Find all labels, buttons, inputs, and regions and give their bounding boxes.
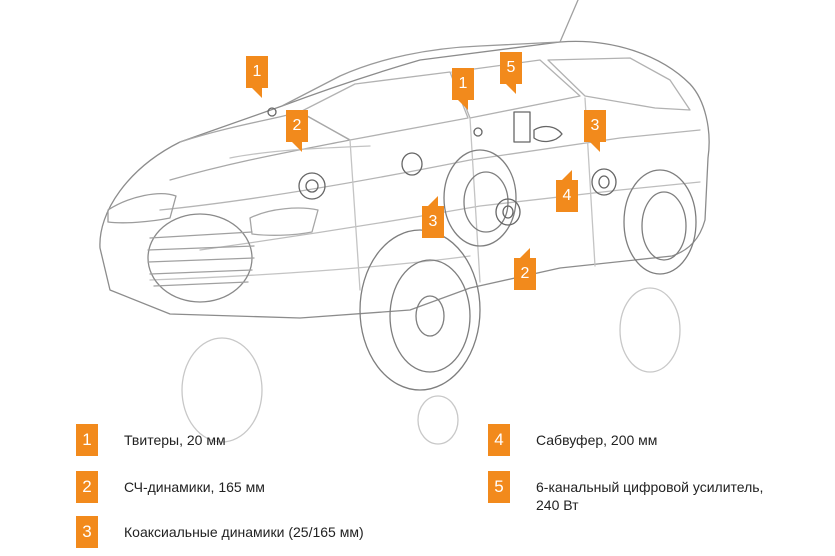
callout-2: 2 [514, 248, 536, 290]
legend-item-subwoofer: 4 Сабвуфер, 200 мм [488, 424, 657, 456]
legend-item-tweeters: 1 Твитеры, 20 мм [76, 424, 226, 456]
legend-item-midrange: 2 СЧ-динамики, 165 мм [76, 471, 265, 503]
legend-number: 1 [76, 424, 98, 456]
legend-label: 6-канальный цифровой усилитель, 240 Вт [536, 479, 764, 513]
callout-1: 1 [452, 68, 474, 110]
callout-3: 3 [422, 196, 444, 238]
legend-label: Сабвуфер, 200 мм [536, 432, 658, 448]
callout-3: 3 [584, 110, 606, 152]
callout-5: 5 [500, 52, 522, 94]
callout-2: 2 [286, 110, 308, 152]
legend-number: 2 [76, 471, 98, 503]
legend-label: Твитеры, 20 мм [124, 432, 226, 448]
legend-label: Коаксиальные динамики (25/165 мм) [124, 524, 364, 540]
legend-item-amplifier: 5 6-канальный цифровой усилитель, 240 Вт [488, 471, 763, 514]
callout-4: 4 [556, 170, 578, 212]
legend-item-coaxial: 3 Коаксиальные динамики (25/165 мм) [76, 516, 364, 548]
legend-number: 5 [488, 471, 510, 503]
legend-label: СЧ-динамики, 165 мм [124, 479, 265, 495]
callout-1: 1 [246, 56, 268, 98]
legend-number: 3 [76, 516, 98, 548]
legend-number: 4 [488, 424, 510, 456]
